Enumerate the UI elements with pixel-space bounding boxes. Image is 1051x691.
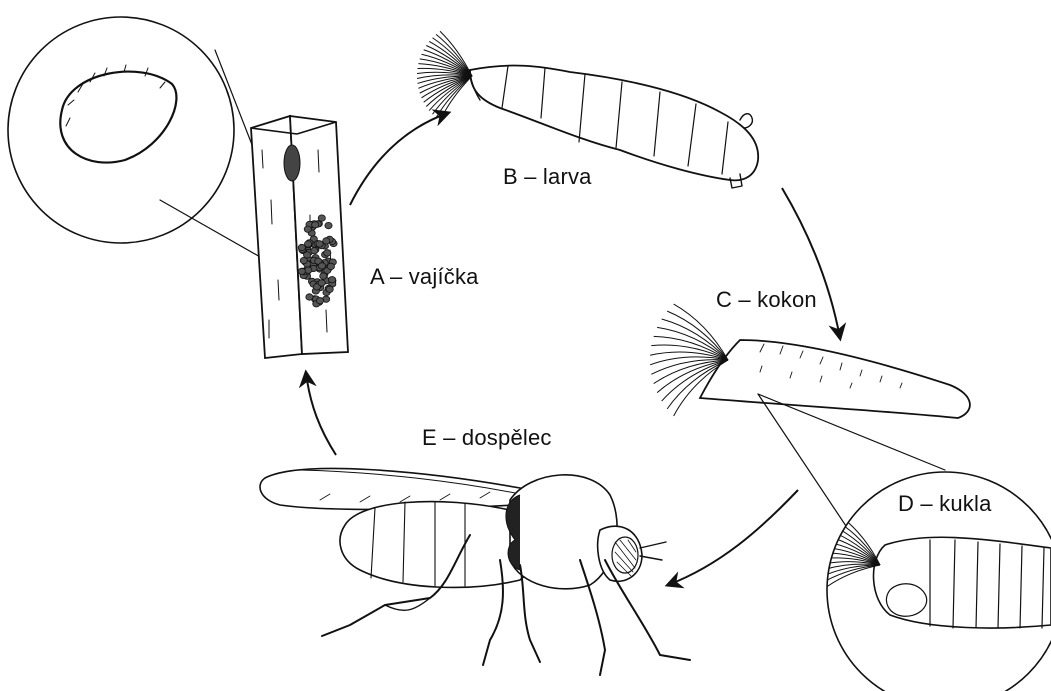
arrow-a-to-b: [350, 113, 448, 205]
arrow-d-to-e: [668, 490, 798, 585]
egg-mass-stick: [160, 50, 348, 358]
adult-illustration: [260, 469, 690, 675]
arrow-b-to-c: [782, 188, 840, 338]
arrow-e-to-a: [306, 373, 336, 455]
eggs-magnified-circle: [8, 17, 234, 243]
label-larva: B – larva: [503, 164, 592, 190]
label-pupa: D – kukla: [898, 491, 992, 517]
label-cocoon: C – kokon: [716, 287, 817, 313]
label-adult: E – dospělec: [422, 425, 552, 451]
label-eggs: A – vajíčka: [370, 264, 479, 290]
